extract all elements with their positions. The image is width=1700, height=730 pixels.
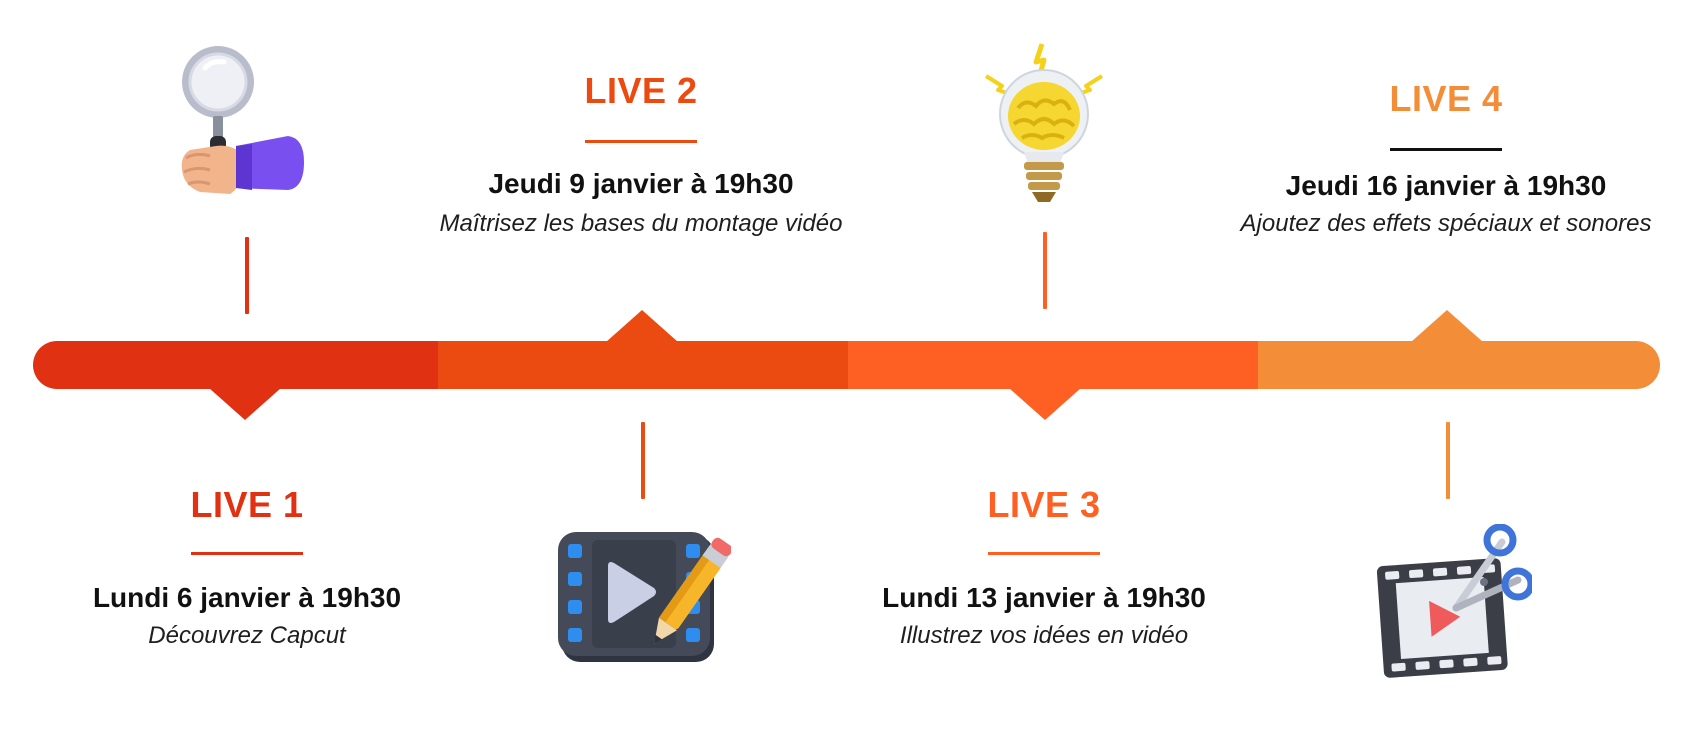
live-3-underline [988, 552, 1100, 555]
live-4-title: LIVE 4 [1389, 78, 1503, 119]
live-2-date: Jeudi 9 janvier à 19h30 [488, 168, 794, 199]
timeline-segment-live-1 [33, 341, 438, 389]
connector-stem-live-3 [1043, 232, 1047, 309]
timeline-bar [33, 341, 1660, 389]
timeline-segment-live-2 [438, 341, 848, 389]
live-4-date: Jeudi 16 janvier à 19h30 [1285, 170, 1607, 201]
live-1-underline [191, 552, 303, 555]
connector-stem-live-4 [1446, 422, 1450, 499]
video-edit-pencil-icon [556, 530, 731, 670]
live-2-description: Maîtrisez les bases du montage vidéo [439, 210, 843, 237]
live-3-date: Lundi 13 janvier à 19h30 [882, 582, 1206, 613]
film-scissors-icon [1372, 524, 1532, 680]
live-4-underline [1390, 148, 1502, 151]
timeline-segment-live-4 [1258, 341, 1660, 389]
live-2-underline [585, 140, 697, 143]
live-2-title: LIVE 2 [584, 70, 698, 111]
live-3-title: LIVE 3 [987, 484, 1101, 525]
live-1-date: Lundi 6 janvier à 19h30 [92, 582, 402, 613]
connector-stem-live-2 [641, 422, 645, 499]
lightbulb-brain-icon [984, 42, 1104, 207]
timeline-segment-live-3 [848, 341, 1258, 389]
timeline-notch-live-3 [1009, 388, 1081, 420]
timeline-notch-live-1 [209, 388, 281, 420]
live-4-description: Ajoutez des effets spéciaux et sonores [1240, 210, 1652, 237]
live-1-description: Découvrez Capcut [148, 622, 346, 649]
live-1-title: LIVE 1 [190, 484, 304, 525]
live-3-description: Illustrez vos idées en vidéo [899, 622, 1189, 649]
magnifying-glass-hand-icon [170, 38, 320, 208]
connector-stem-live-1 [245, 237, 249, 314]
timeline-notch-live-4 [1411, 310, 1483, 342]
timeline-notch-live-2 [606, 310, 678, 342]
